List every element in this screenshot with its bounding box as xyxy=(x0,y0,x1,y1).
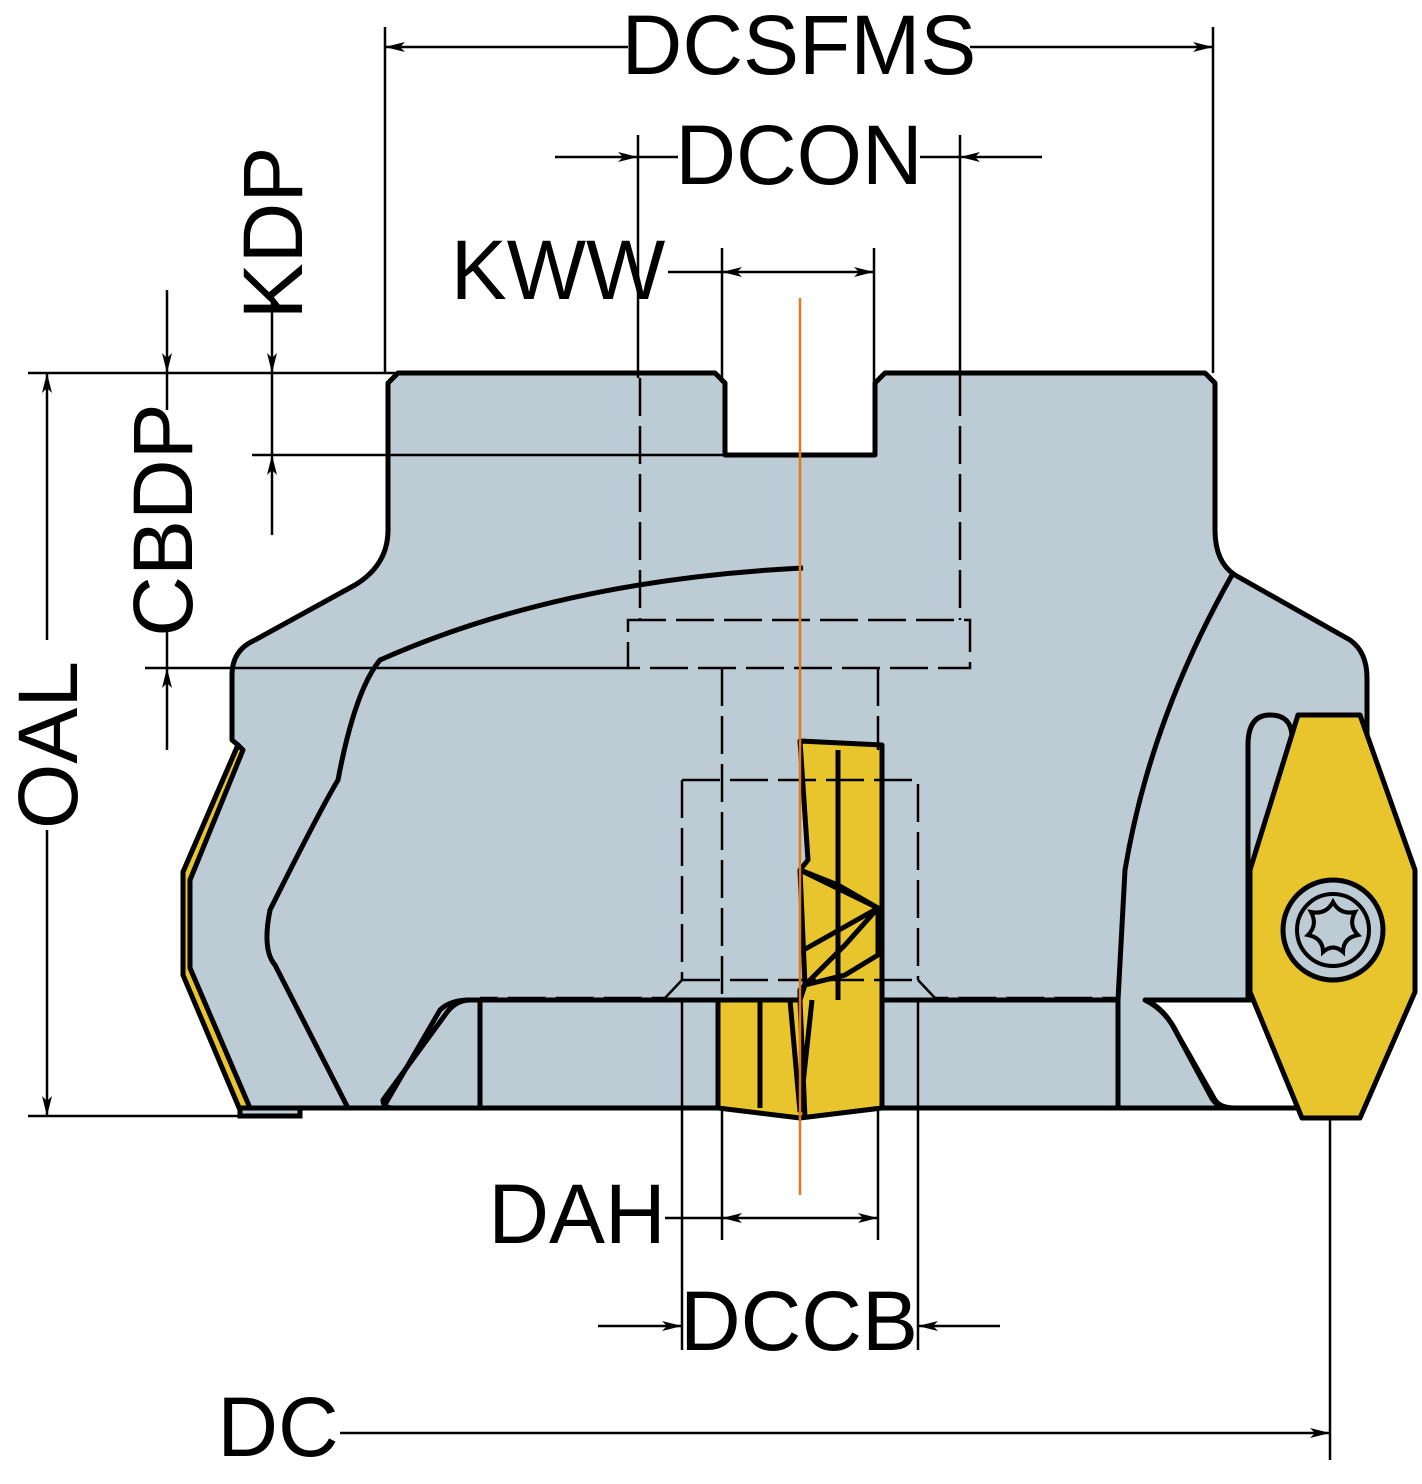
cutter-body-outline xyxy=(180,370,1370,1111)
right-gullet xyxy=(1143,997,1300,1111)
dimension-labels: DCSFMS DCON KWW KDP CBDP OAL DAH DCCB DC xyxy=(1,0,976,1474)
inserts xyxy=(180,712,1418,1121)
torx-star xyxy=(1303,897,1363,957)
label-cbdp: CBDP xyxy=(116,403,210,636)
label-dccb: DCCB xyxy=(680,1274,918,1368)
label-kww: KWW xyxy=(451,223,666,317)
center-insert-facet-2 xyxy=(798,867,884,988)
torx-screw-ring xyxy=(1295,892,1371,968)
label-dc: DC xyxy=(217,1380,338,1474)
label-oal: OAL xyxy=(1,661,95,829)
left-insert-tip xyxy=(237,1105,303,1119)
label-dcsfms: DCSFMS xyxy=(622,0,977,92)
label-dcon: DCON xyxy=(675,108,922,202)
label-kdp: KDP xyxy=(226,147,320,320)
left-gullet xyxy=(380,997,471,1110)
dimension-lines xyxy=(42,42,1330,1438)
left-chip-pocket xyxy=(264,565,804,1110)
label-dah: DAH xyxy=(488,1167,665,1261)
right-chip-pocket xyxy=(1115,573,1235,1001)
